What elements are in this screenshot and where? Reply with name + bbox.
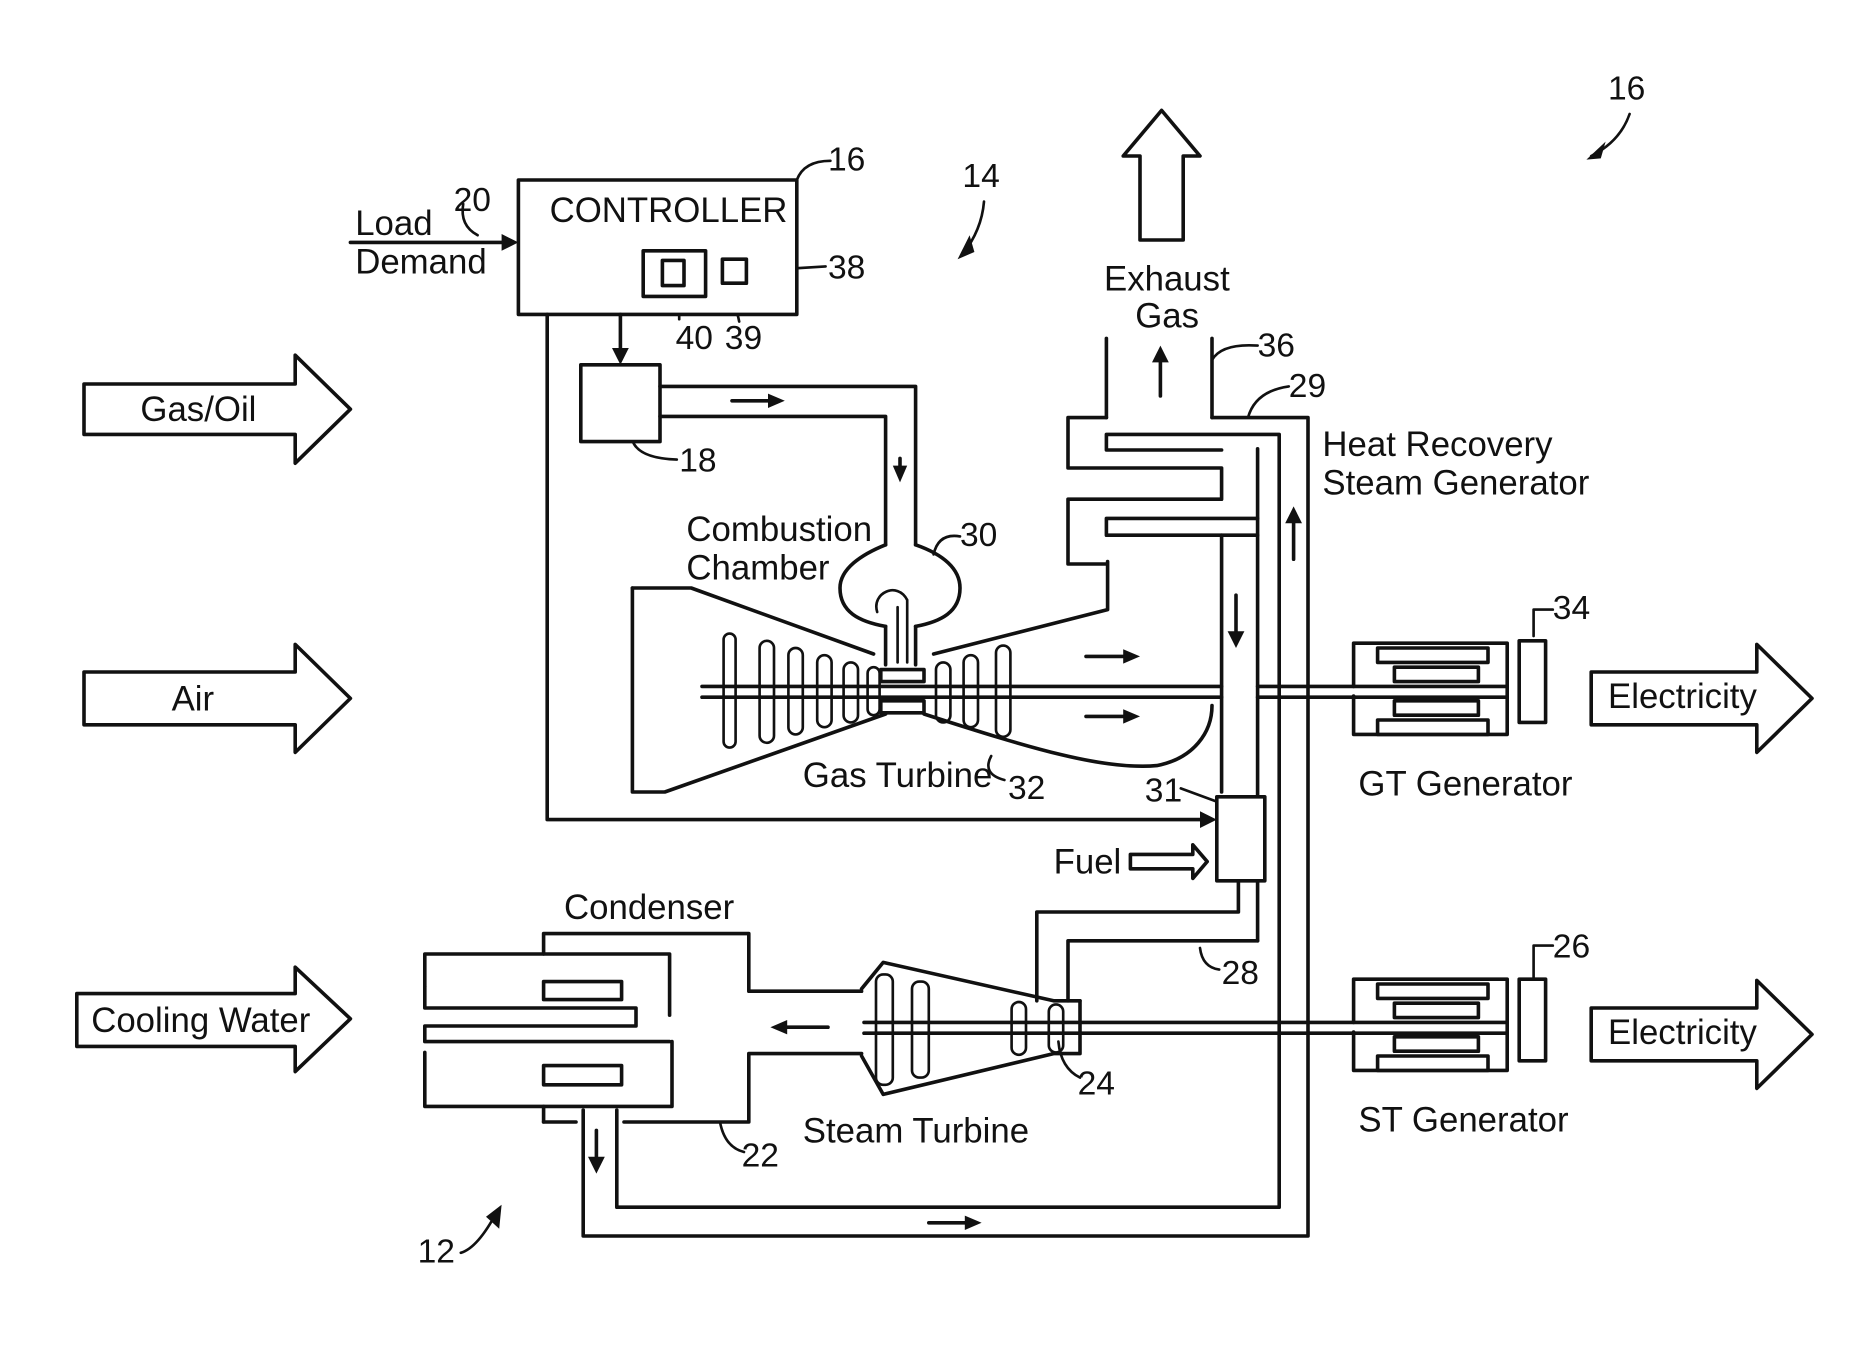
fuel-label: Fuel bbox=[1054, 843, 1122, 882]
gas-label: Gas bbox=[1135, 297, 1199, 336]
combustion-label-2: Chamber bbox=[686, 549, 830, 588]
ref-24: 24 bbox=[1078, 1065, 1115, 1102]
ref-30: 30 bbox=[960, 517, 997, 554]
gt-generator bbox=[1258, 641, 1546, 735]
st-generator bbox=[1354, 979, 1546, 1070]
gt-generator-label: GT Generator bbox=[1358, 765, 1572, 804]
cooling-water-label: Cooling Water bbox=[91, 1001, 311, 1040]
ref-20: 20 bbox=[454, 182, 491, 219]
gas-oil-label: Gas/Oil bbox=[140, 390, 256, 429]
ref-31: 31 bbox=[1145, 773, 1182, 810]
ref-40: 40 bbox=[676, 320, 713, 357]
ref-26: 26 bbox=[1553, 929, 1590, 966]
hrsg-label-1: Heat Recovery bbox=[1322, 425, 1553, 464]
hrsg-label-2: Steam Generator bbox=[1322, 463, 1589, 502]
controller-processor-box bbox=[662, 260, 684, 285]
gas-turbine-label: Gas Turbine bbox=[803, 756, 993, 795]
air-input-arrow bbox=[84, 644, 350, 752]
demand-label: Demand bbox=[355, 243, 487, 282]
condenser bbox=[425, 934, 982, 1230]
electricity-label-bottom: Electricity bbox=[1608, 1013, 1757, 1052]
exhaust-label: Exhaust bbox=[1104, 259, 1230, 298]
ref-16-top: 16 bbox=[1608, 71, 1645, 108]
ref-39: 39 bbox=[725, 320, 762, 357]
ref-16-controller: 16 bbox=[828, 141, 865, 178]
condenser-label: Condenser bbox=[564, 888, 735, 927]
controller-label: CONTROLLER bbox=[550, 191, 788, 230]
ref-28: 28 bbox=[1222, 955, 1259, 992]
ref-14: 14 bbox=[962, 158, 999, 195]
steam-turbine-label: Steam Turbine bbox=[803, 1111, 1029, 1150]
ref-34: 34 bbox=[1553, 590, 1590, 627]
ref-32: 32 bbox=[1008, 770, 1045, 807]
ref-22: 22 bbox=[742, 1137, 779, 1174]
electricity-label-top: Electricity bbox=[1608, 677, 1757, 716]
air-label: Air bbox=[172, 679, 215, 718]
ref-38: 38 bbox=[828, 249, 865, 286]
load-label: Load bbox=[355, 204, 432, 243]
ref-36: 36 bbox=[1258, 327, 1295, 364]
combustion-label-1: Combustion bbox=[686, 510, 872, 549]
ref-12: 12 bbox=[418, 1233, 455, 1270]
ref-18: 18 bbox=[679, 443, 716, 480]
ref-29: 29 bbox=[1289, 368, 1326, 405]
controller-io-box bbox=[722, 259, 746, 283]
st-generator-label: ST Generator bbox=[1358, 1101, 1569, 1140]
